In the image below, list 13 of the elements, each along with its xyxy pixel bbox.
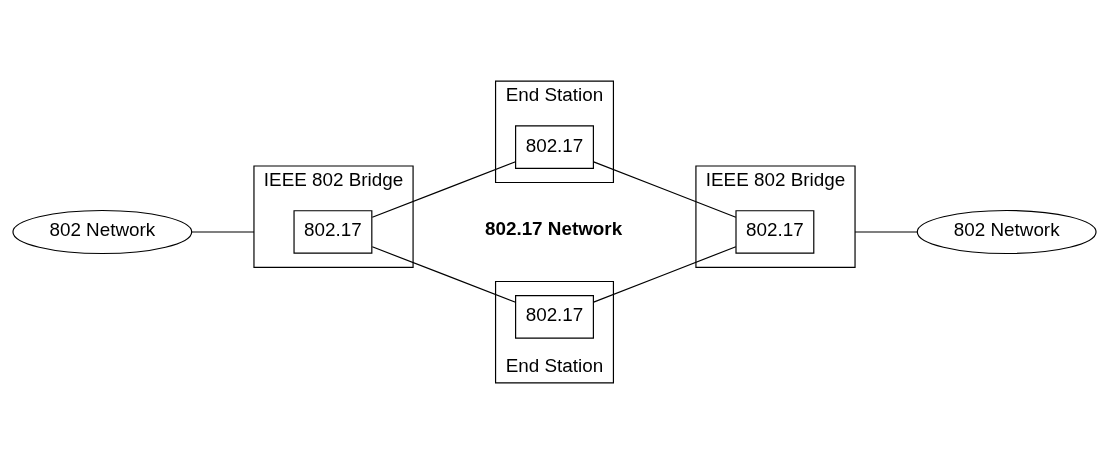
node-box: 802.17 bbox=[735, 209, 815, 254]
connector bbox=[854, 230, 919, 233]
label: 802.17 Network bbox=[484, 217, 623, 239]
connector bbox=[371, 160, 517, 218]
node-box: 802.17 bbox=[515, 124, 594, 169]
connector bbox=[593, 160, 737, 218]
node-ellipse: 802 Network bbox=[916, 209, 1097, 254]
connector bbox=[371, 245, 517, 303]
connector bbox=[191, 230, 255, 233]
connector bbox=[593, 245, 737, 303]
node-box: 802.17 bbox=[293, 209, 373, 254]
node-ellipse: 802 Network bbox=[12, 209, 193, 254]
node-box: 802.17 bbox=[515, 294, 594, 339]
